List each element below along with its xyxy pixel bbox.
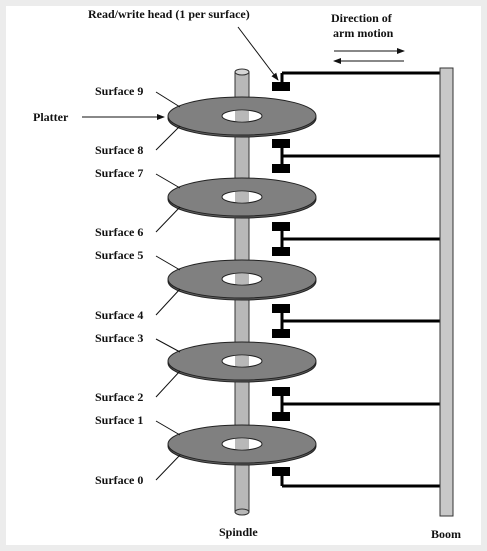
head (272, 247, 290, 256)
head (272, 304, 290, 313)
surface-label: Surface 5 (95, 248, 143, 262)
surface-label: Surface 1 (95, 413, 143, 427)
surface-label: Surface 7 (95, 166, 143, 180)
platter (167, 177, 317, 219)
head (272, 387, 290, 396)
platter (167, 424, 317, 466)
platter (167, 341, 317, 383)
surface-pointer (155, 370, 181, 398)
surface-pointer (155, 206, 181, 233)
platter (167, 259, 317, 301)
spindle-segment (235, 274, 249, 284)
surface-pointer (155, 338, 181, 353)
direction-label-line1: Direction of (331, 11, 393, 25)
platter-label: Platter (33, 110, 69, 124)
head (272, 412, 290, 421)
spindle-segment (235, 111, 249, 121)
platters (167, 96, 317, 466)
direction-label-line2: arm motion (333, 26, 394, 40)
surface-pointer (155, 173, 181, 189)
spindle-label: Spindle (219, 525, 258, 539)
head (272, 139, 290, 148)
spindle-top (234, 68, 250, 76)
surface-pointer (155, 91, 181, 108)
surface-pointer (155, 255, 181, 271)
surface-label: Surface 3 (95, 331, 143, 345)
head (272, 467, 290, 476)
surface-pointer (155, 420, 181, 436)
surface-label: Surface 8 (95, 143, 143, 157)
boom-label: Boom (431, 527, 461, 541)
surface-label: Surface 4 (95, 308, 143, 322)
surface-label: Surface 9 (95, 84, 143, 98)
surface-label: Surface 6 (95, 225, 143, 239)
platter (167, 96, 317, 138)
surface-pointer (155, 125, 181, 151)
spindle-segment (235, 439, 249, 449)
surface-label: Surface 2 (95, 390, 143, 404)
spindle-bottom (234, 508, 250, 516)
head (272, 82, 290, 91)
surface-labels: Surface 9 Surface 8 Surface 7 Surface 6 Surf… (95, 84, 181, 487)
head-pointer (237, 26, 279, 81)
surface-pointer (155, 288, 181, 316)
head (272, 222, 290, 231)
surface-pointer (155, 454, 181, 481)
head (272, 329, 290, 338)
arms (272, 71, 440, 488)
spindle-segment (235, 356, 249, 366)
spindle-segment (235, 192, 249, 202)
surface-label: Surface 0 (95, 473, 143, 487)
head (272, 164, 290, 173)
boom (439, 67, 454, 517)
head-label: Read/write head (1 per surface) (88, 7, 250, 21)
